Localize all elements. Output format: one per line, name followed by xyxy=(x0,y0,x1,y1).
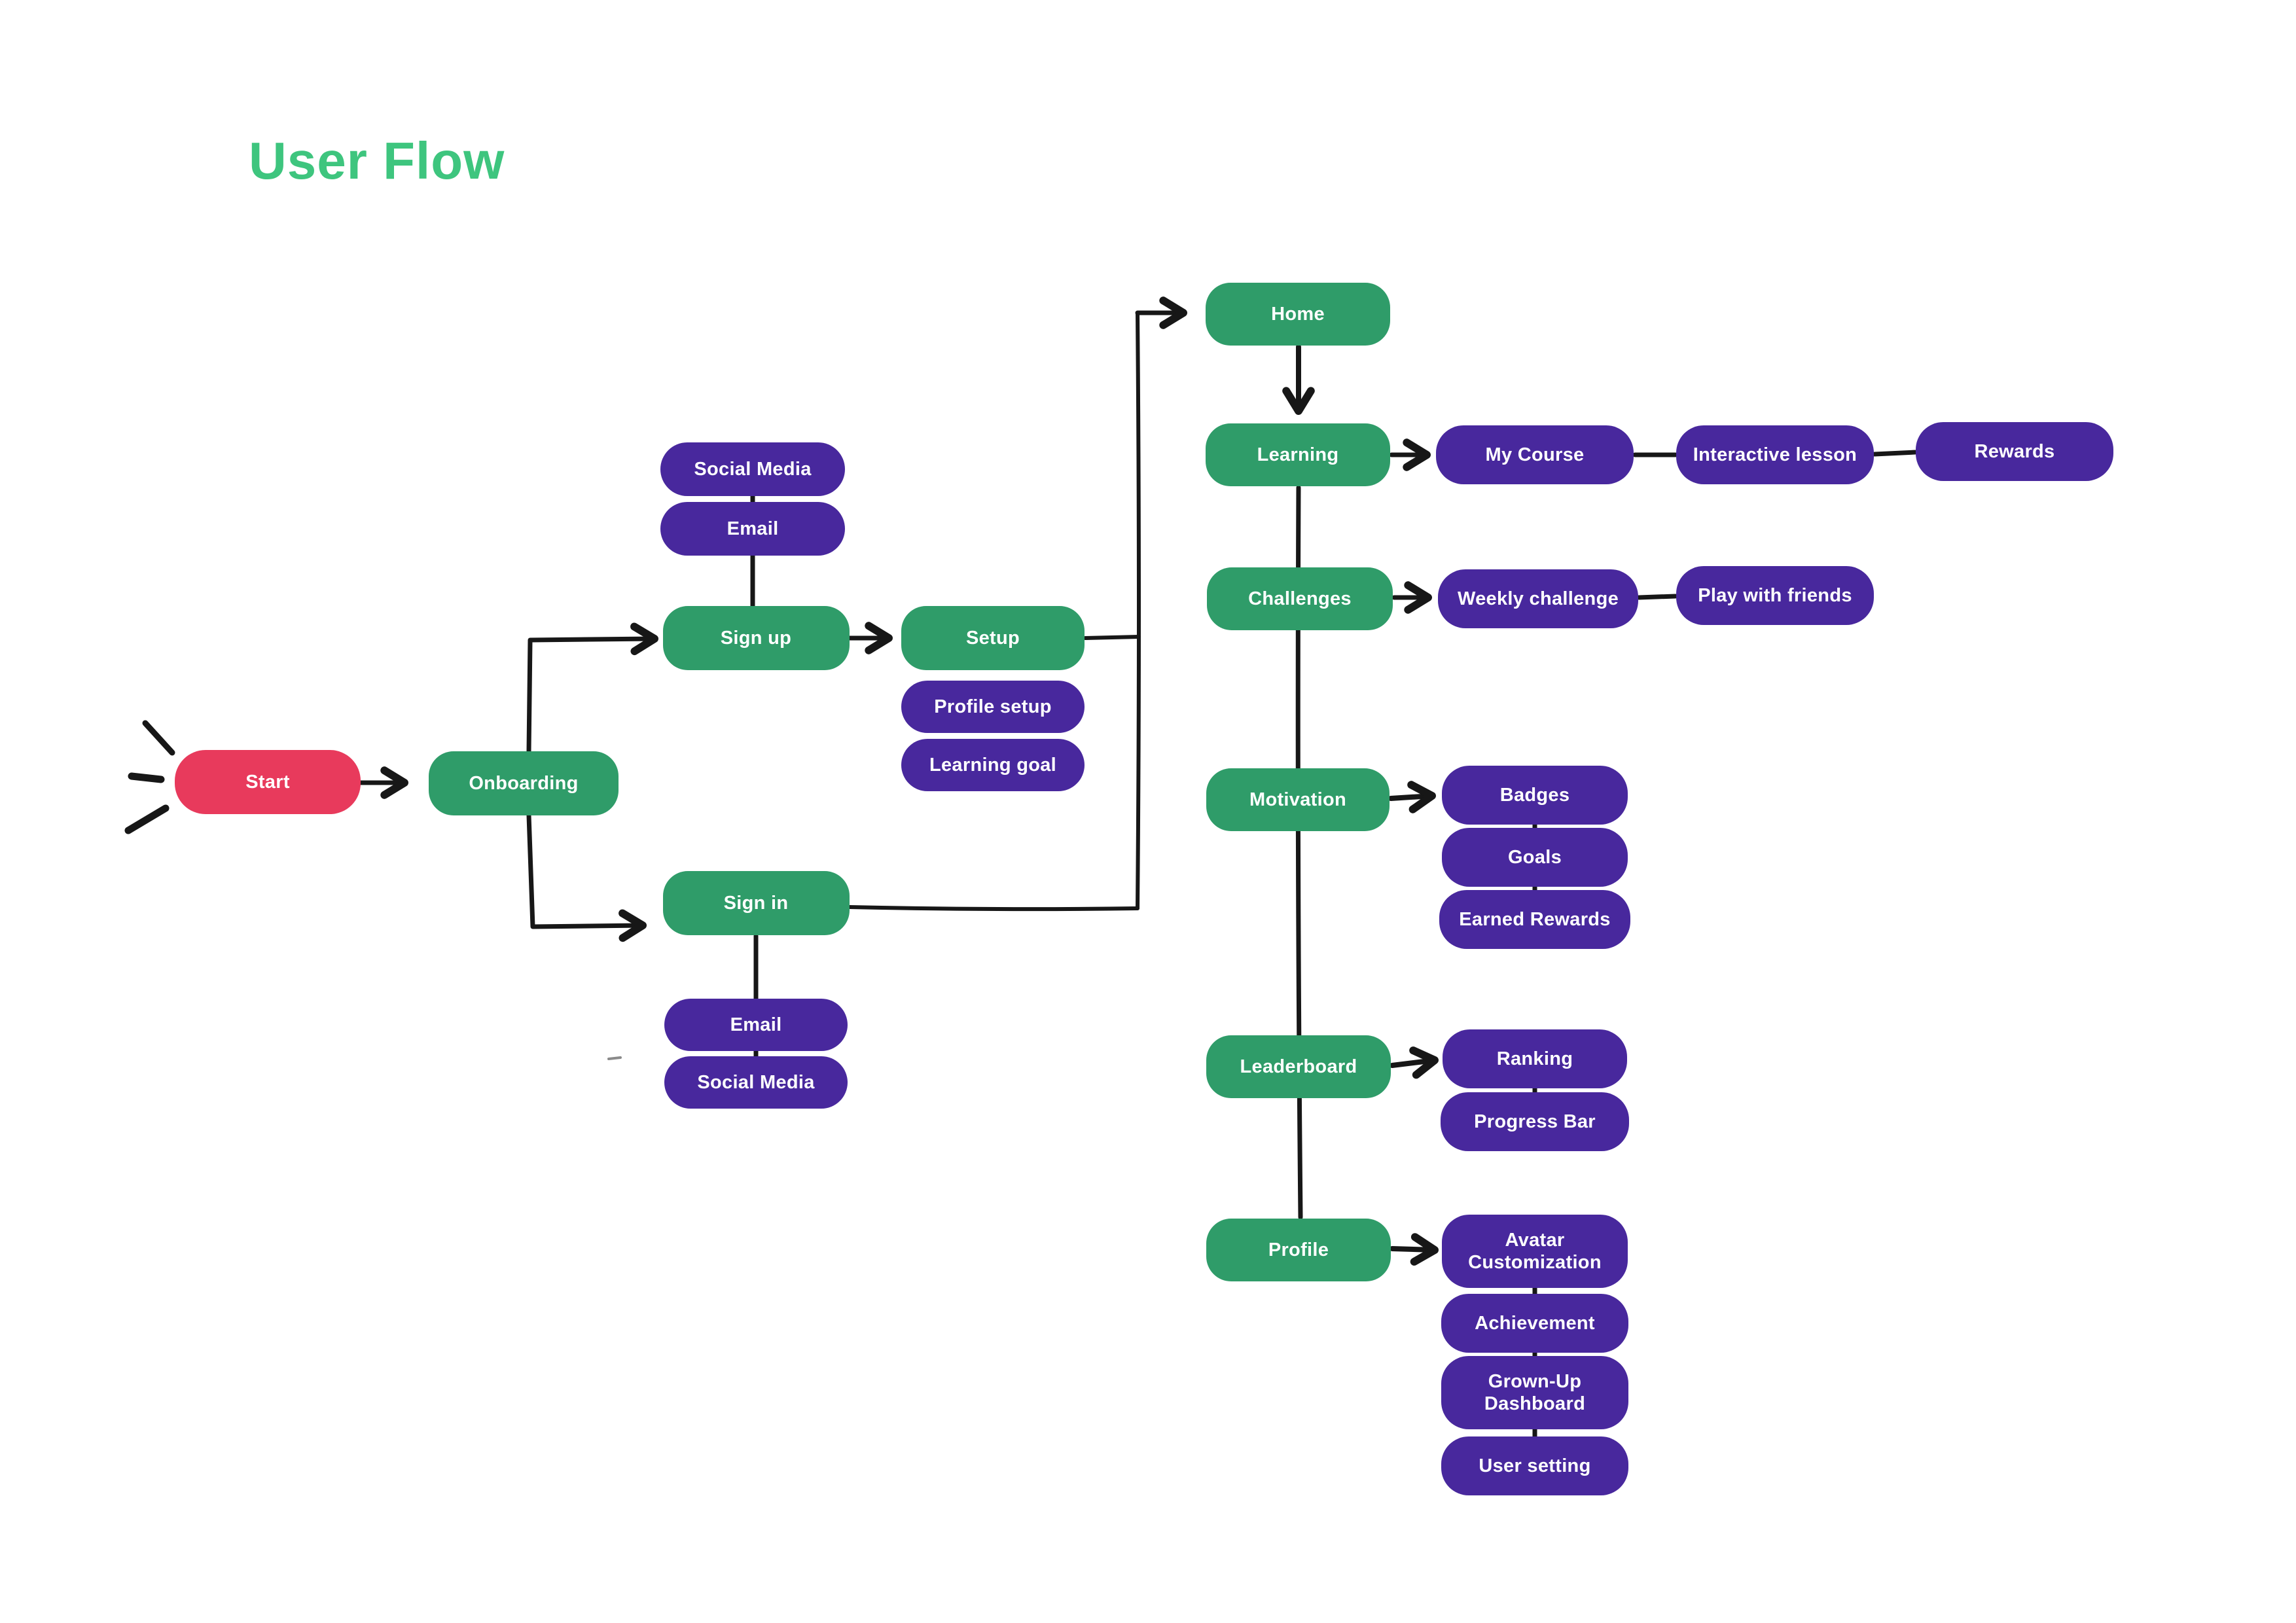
node-onboarding[interactable]: Onboarding xyxy=(429,751,619,815)
home-to-learning-arrowhead-icon xyxy=(1282,387,1315,415)
node-challenges-label: Challenges xyxy=(1248,588,1352,609)
leaderboard-to-ranking-arrowhead-icon xyxy=(1409,1046,1439,1079)
node-progress-bar-label: Progress Bar xyxy=(1474,1111,1596,1132)
setup-to-junction-line xyxy=(1083,635,1141,640)
node-leaderboard[interactable]: Leaderboard xyxy=(1206,1035,1391,1098)
node-social-media-signup[interactable]: Social Media xyxy=(660,442,845,496)
node-progress-bar[interactable]: Progress Bar xyxy=(1441,1092,1629,1151)
node-leaderboard-label: Leaderboard xyxy=(1240,1056,1357,1077)
sparkle-stroke-bottom xyxy=(124,804,170,834)
start-to-onboarding-arrowhead-icon xyxy=(380,766,408,799)
node-learning-label: Learning xyxy=(1257,444,1339,465)
node-social-media-signin[interactable]: Social Media xyxy=(664,1056,848,1109)
node-ranking[interactable]: Ranking xyxy=(1443,1029,1627,1088)
page-title: User Flow xyxy=(249,132,505,190)
node-sign-up-label: Sign up xyxy=(720,627,792,649)
node-email-signup-label: Email xyxy=(726,518,779,539)
node-goals[interactable]: Goals xyxy=(1442,828,1628,887)
onboarding-to-signup-arrowhead-icon xyxy=(630,622,658,656)
node-motivation[interactable]: Motivation xyxy=(1206,768,1390,831)
node-setup[interactable]: Setup xyxy=(901,606,1085,670)
node-user-setting[interactable]: User setting xyxy=(1441,1436,1628,1495)
node-grown-up-dashboard[interactable]: Grown-Up Dashboard xyxy=(1441,1356,1628,1429)
node-user-setting-label: User setting xyxy=(1479,1455,1591,1476)
node-badges-label: Badges xyxy=(1499,784,1570,806)
node-email-signup[interactable]: Email xyxy=(660,502,845,556)
node-sign-in-label: Sign in xyxy=(723,892,789,914)
node-goals-label: Goals xyxy=(1507,846,1562,868)
challenges-to-weekly-arrowhead-icon xyxy=(1404,581,1432,614)
node-achievement-label: Achievement xyxy=(1475,1312,1595,1334)
stray-dash xyxy=(607,1056,622,1060)
node-learning-goal[interactable]: Learning goal xyxy=(901,739,1085,791)
node-avatar-customization[interactable]: Avatar Customization xyxy=(1442,1215,1628,1288)
interactive-to-rewards-line xyxy=(1872,450,1918,457)
learning-to-mycourse-arrowhead-icon xyxy=(1403,438,1431,471)
node-earned-rewards[interactable]: Earned Rewards xyxy=(1439,890,1630,949)
onboarding-to-signin-arrowhead-icon xyxy=(619,909,647,942)
weekly-to-play-line xyxy=(1636,594,1678,600)
node-interactive-lesson-label: Interactive lesson xyxy=(1693,444,1857,465)
node-my-course[interactable]: My Course xyxy=(1436,425,1634,484)
node-profile-label: Profile xyxy=(1268,1239,1329,1260)
sparkle-stroke-middle xyxy=(128,772,165,783)
node-rewards-label: Rewards xyxy=(1974,440,2055,462)
node-setup-label: Setup xyxy=(965,627,1020,649)
node-motivation-label: Motivation xyxy=(1249,789,1346,810)
node-play-with-friends-label: Play with friends xyxy=(1698,584,1852,606)
node-avatar-customization-label: Avatar Customization xyxy=(1468,1229,1602,1273)
node-onboarding-label: Onboarding xyxy=(469,772,579,794)
node-social-media-signin-label: Social Media xyxy=(697,1071,815,1093)
node-start[interactable]: Start xyxy=(175,750,361,814)
node-challenges[interactable]: Challenges xyxy=(1207,567,1393,630)
node-sign-in[interactable]: Sign in xyxy=(662,871,850,935)
node-ranking-label: Ranking xyxy=(1496,1048,1573,1069)
node-earned-rewards-label: Earned Rewards xyxy=(1459,908,1611,930)
node-start-label: Start xyxy=(245,771,290,793)
node-home[interactable]: Home xyxy=(1206,283,1390,346)
node-weekly-challenge[interactable]: Weekly challenge xyxy=(1438,569,1638,628)
node-play-with-friends[interactable]: Play with friends xyxy=(1676,566,1874,625)
node-rewards[interactable]: Rewards xyxy=(1916,422,2113,481)
node-learning-goal-label: Learning goal xyxy=(929,754,1057,776)
node-profile[interactable]: Profile xyxy=(1206,1219,1391,1281)
node-weekly-challenge-label: Weekly challenge xyxy=(1457,588,1619,609)
motivation-to-badges-arrowhead-icon xyxy=(1407,781,1436,813)
node-learning[interactable]: Learning xyxy=(1206,423,1390,486)
signin-to-junction-line xyxy=(848,905,1139,912)
node-badges[interactable]: Badges xyxy=(1442,766,1628,825)
sparkle-stroke-top xyxy=(142,720,175,756)
node-interactive-lesson[interactable]: Interactive lesson xyxy=(1676,425,1874,484)
onboarding-to-signin-line xyxy=(526,813,645,929)
node-my-course-label: My Course xyxy=(1485,444,1585,465)
junction-vertical-line xyxy=(1136,311,1141,910)
junction-to-home-arrowhead-icon xyxy=(1159,296,1187,329)
node-profile-setup[interactable]: Profile setup xyxy=(901,681,1085,733)
node-profile-setup-label: Profile setup xyxy=(934,696,1052,717)
node-email-signin-label: Email xyxy=(730,1014,782,1035)
node-sign-up[interactable]: Sign up xyxy=(662,606,850,670)
node-social-media-signup-label: Social Media xyxy=(694,458,812,480)
node-home-label: Home xyxy=(1271,303,1325,325)
onboarding-to-signup-line xyxy=(526,636,657,754)
node-grown-up-dashboard-label: Grown-Up Dashboard xyxy=(1484,1370,1586,1414)
profile-to-avatar-arrowhead-icon xyxy=(1410,1233,1439,1266)
node-email-signin[interactable]: Email xyxy=(664,999,848,1051)
signup-to-setup-arrowhead-icon xyxy=(865,622,893,654)
node-achievement[interactable]: Achievement xyxy=(1441,1294,1628,1353)
